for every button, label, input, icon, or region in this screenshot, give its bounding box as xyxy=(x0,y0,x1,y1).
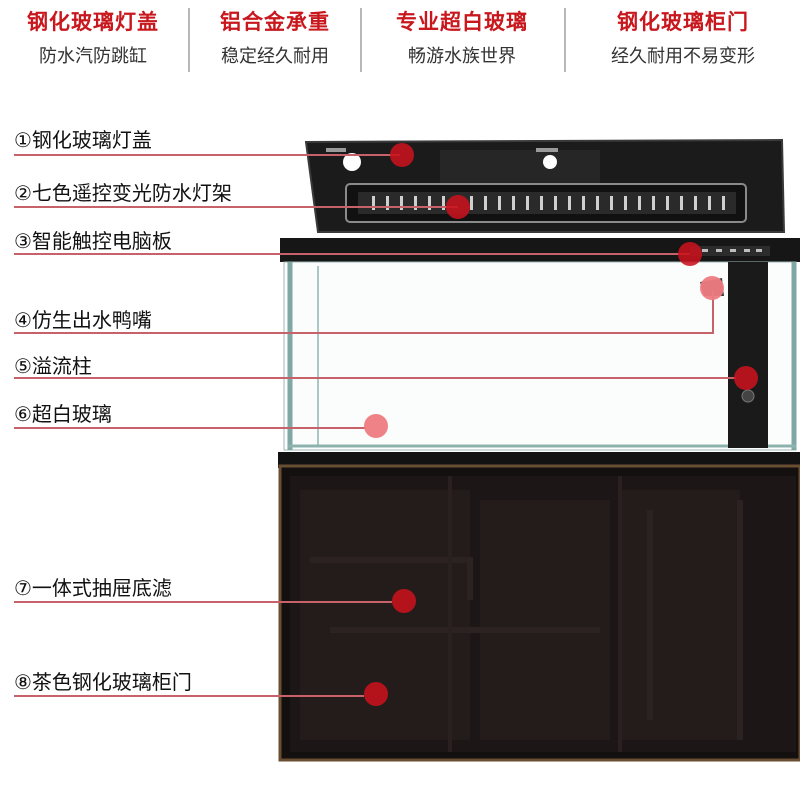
callout-line-drawer-filter xyxy=(14,601,392,603)
feature-title: 钢化玻璃柜门 xyxy=(617,10,749,34)
callout-label-led-light: ②七色遥控变光防水灯架 xyxy=(14,181,232,205)
lid-handle-left xyxy=(343,153,361,171)
callout-label-overflow-column: ⑤溢流柱 xyxy=(14,354,92,378)
feature-subtitle: 经久耐用不易变形 xyxy=(611,46,755,67)
callout-line-overflow-column xyxy=(14,377,736,379)
cabinet-top-rail xyxy=(278,452,800,468)
callout-label-control-board: ③智能触控电脑板 xyxy=(14,229,172,253)
callout-label-tempered-lid: ①钢化玻璃灯盖 xyxy=(14,128,152,152)
lid-tag-left xyxy=(326,148,346,152)
lid-handle-right xyxy=(543,155,557,169)
callout-label-ultra-clear-glass: ⑥超白玻璃 xyxy=(14,402,112,426)
overflow-column xyxy=(728,262,768,448)
callout-line-led-light xyxy=(14,206,458,208)
callout-line-cabinet-door xyxy=(14,695,364,697)
lid-tag-right xyxy=(536,148,558,152)
callout-marker-ultra-clear-glass xyxy=(364,414,388,438)
lid-glass-highlight xyxy=(440,150,600,185)
callout-label-cabinet-door: ⑧茶色钢化玻璃柜门 xyxy=(14,670,192,694)
callout-marker-led-light xyxy=(446,195,470,219)
callout-vline-duckbill xyxy=(712,290,714,334)
callout-marker-cabinet-door xyxy=(364,682,388,706)
callout-marker-duckbill xyxy=(700,276,724,300)
callout-label-drawer-filter: ⑦一体式抽屉底滤 xyxy=(14,576,172,600)
feature-title: 钢化玻璃灯盖 xyxy=(27,10,159,34)
callout-marker-drawer-filter xyxy=(392,589,416,613)
feature-divider xyxy=(360,8,362,72)
cabinet-interior-shapes xyxy=(300,490,740,740)
feature-title: 铝合金承重 xyxy=(220,10,330,34)
callout-line-tempered-lid xyxy=(14,154,400,156)
feature-ultra-clear-glass: 专业超白玻璃 畅游水族世界 xyxy=(362,0,562,78)
feature-tempered-lid: 钢化玻璃灯盖 防水汽防跳缸 xyxy=(0,0,186,78)
callout-marker-tempered-lid xyxy=(390,143,414,167)
callout-marker-control-board xyxy=(678,242,702,266)
cabinet-interior-pipes xyxy=(310,500,743,740)
callout-marker-overflow-column xyxy=(734,366,758,390)
feature-subtitle: 畅游水族世界 xyxy=(408,46,516,67)
feature-strip: 钢化玻璃灯盖 防水汽防跳缸 铝合金承重 稳定经久耐用 专业超白玻璃 畅游水族世界… xyxy=(0,0,800,80)
callout-line-ultra-clear-glass xyxy=(14,427,366,429)
callout-line-duckbill xyxy=(14,332,714,334)
control-panel-buttons xyxy=(702,249,762,252)
feature-divider xyxy=(564,8,566,72)
feature-aluminum-load: 铝合金承重 稳定经久耐用 xyxy=(190,0,360,78)
overflow-column-knob xyxy=(741,389,755,403)
feature-subtitle: 稳定经久耐用 xyxy=(221,46,329,67)
feature-tempered-door: 钢化玻璃柜门 经久耐用不易变形 xyxy=(566,0,800,78)
feature-divider xyxy=(188,8,190,72)
feature-title: 专业超白玻璃 xyxy=(396,10,528,34)
led-beads xyxy=(372,196,725,210)
feature-subtitle: 防水汽防跳缸 xyxy=(39,46,147,67)
callout-line-control-board xyxy=(14,253,690,255)
callout-label-duckbill: ④仿生出水鸭嘴 xyxy=(14,308,152,332)
